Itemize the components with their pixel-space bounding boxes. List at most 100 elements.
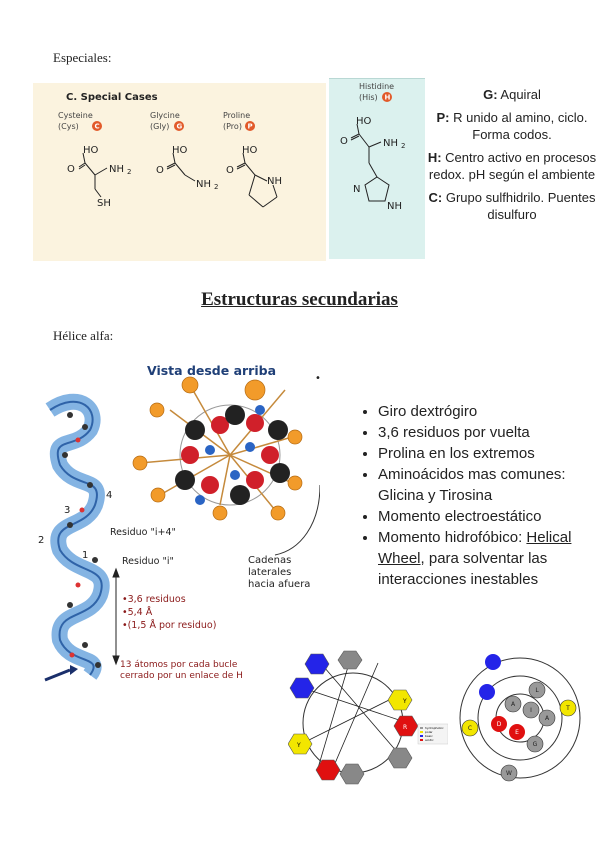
wheel-letter: Y [402, 698, 407, 705]
helical-wheel-left: hydrophobic polar basic acidic Y Y R [288, 650, 448, 785]
special-cases-panel: C. Special Cases Cysteine (Cys) C HO O N… [33, 83, 326, 261]
wheel-letter: Y [296, 742, 301, 749]
cysteine-abbr: (Cys) [58, 122, 79, 131]
top-view-title: Vista desde arriba [147, 363, 276, 378]
wheel-residue-gray [337, 650, 363, 670]
wheel2-residue-blue [485, 654, 501, 670]
cysteine-sh: SH [97, 198, 111, 209]
histidine-structure-icon [350, 123, 390, 202]
wheel-residue-red [315, 759, 341, 781]
wheel2-letter: I [530, 707, 532, 714]
bullet-item: Momento electroestático [378, 506, 595, 527]
wheel2-residue-gray [538, 709, 556, 727]
cadenas-line-2: laterales [248, 567, 291, 578]
wheel2-letter: D [497, 721, 502, 728]
helical-wheel-right: L A I A D E G T C W [459, 654, 581, 782]
wheel2-letter: T [565, 705, 570, 712]
dims-line-2: •5,4 Å [122, 606, 153, 618]
special-cases-title: C. Special Cases [66, 92, 158, 103]
helix-number-4: 4 [106, 490, 112, 501]
alpha-helix-figure: 2 3 4 1 Vista desde arriba [38, 363, 320, 682]
proline-letter: P [248, 123, 253, 131]
wheel2-residue-red [491, 716, 507, 732]
wheel-residue-gray [387, 747, 413, 769]
wheel-residue-yellow [387, 689, 413, 711]
wheel2-letter: C [468, 725, 472, 732]
wheel-residue-yellow [288, 733, 313, 755]
wheel2-letter: L [535, 687, 539, 694]
glycine-name: Glycine [150, 111, 180, 120]
residue-i4-label: Residuo "i+4" [110, 527, 176, 538]
bullet-item: 3,6 residuos por vuelta [378, 422, 595, 443]
proline-badge [245, 121, 255, 131]
cadenas-line-1: Cadenas [248, 555, 291, 566]
helical-wheel-link[interactable]: Helical Wheel [378, 529, 572, 567]
glycine-ho: HO [172, 145, 188, 156]
histidine-letter: H [385, 94, 391, 102]
proline-nh: NH [267, 176, 282, 187]
bullet-item-hydrophobic: Momento hidrofóbico: Helical Wheel, para… [378, 527, 595, 590]
histidine-badge [382, 92, 392, 102]
histidine-n: N [353, 184, 360, 195]
svg-text:polar: polar [425, 730, 433, 734]
wheel2-residue-gray [526, 735, 544, 753]
wheel2-residue-gray [522, 701, 540, 719]
histidine-nh: NH [387, 201, 402, 212]
histidine-ho: HO [356, 116, 372, 127]
cysteine-nh2: NH [109, 164, 124, 175]
atoms-note-line-1: 13 átomos por cada bucle [120, 660, 238, 670]
svg-text:acidic: acidic [425, 738, 434, 742]
proline-abbr: (Pro) [223, 122, 242, 131]
histidine-nh2: NH [383, 138, 398, 149]
cysteine-name: Cysteine [58, 111, 93, 120]
cysteine-nh2-sub: 2 [127, 168, 131, 176]
histidine-panel: Histidine (His) H HO O NH 2 N NH [329, 78, 425, 259]
glycine-badge [174, 121, 184, 131]
helix-number-3: 3 [64, 505, 70, 516]
glycine-o: O [156, 165, 164, 176]
wheel2-letter: W [506, 770, 512, 777]
svg-text:hydrophobic: hydrophobic [425, 726, 444, 730]
top-view-molecule-icon [132, 376, 303, 521]
wheel2-residue-red [509, 724, 525, 740]
glycine-abbr: (Gly) [150, 122, 169, 131]
cadenas-line-3: hacia afuera [248, 579, 310, 590]
proline-ho: HO [242, 145, 258, 156]
histidine-abbr: (His) [359, 93, 378, 102]
wheel2-residue-yellow [461, 719, 479, 737]
note-h: H: Centro activo en procesos redox. pH s… [427, 150, 597, 182]
cysteine-structure-icon [78, 152, 108, 198]
glycine-structure-icon [166, 152, 196, 182]
wheel2-letter: G [533, 741, 538, 748]
glycine-nh2: NH [196, 179, 211, 190]
helix-number-2: 2 [38, 535, 44, 546]
wheel2-residue-gray [528, 681, 546, 699]
cysteine-ho: HO [83, 145, 99, 156]
note-p: P: R unido al amino, ciclo. Forma codos. [436, 110, 588, 142]
bullet-item: Aminoácidos mas comunes: Glicina y Tiros… [378, 464, 595, 506]
wheel2-residue-yellow [559, 699, 577, 717]
dims-line-3: •(1,5 Å por residuo) [122, 619, 216, 631]
helix-properties-list: Giro dextrógiro 3,6 residuos por vuelta … [360, 401, 595, 590]
notes-block: G: Aquiral P: R unido al amino, ciclo. F… [427, 86, 597, 223]
cysteine-badge [92, 121, 102, 131]
note-g: G: Aquiral [483, 87, 541, 102]
wheel-residue-blue [304, 653, 330, 675]
note-c: C: Grupo sulfhidrilo. Puentes disulfuro [428, 190, 596, 222]
wheel-residue-blue [289, 677, 315, 699]
helice-label: Hélice alfa: [53, 328, 114, 343]
glycine-letter: G [177, 123, 183, 131]
proline-o: O [226, 165, 234, 176]
residue-i-label: Residuo "i" [122, 556, 174, 567]
cysteine-o: O [67, 164, 75, 175]
bullet-dot: • [315, 373, 320, 384]
proline-structure-icon [236, 152, 278, 208]
wheel-legend: hydrophobic polar basic acidic [417, 723, 448, 745]
helix-number-1: 1 [82, 550, 88, 561]
wheel-residue-gray [339, 763, 365, 785]
helix-ribbon-icon [44, 393, 110, 682]
especiales-label: Especiales: [53, 50, 112, 65]
svg-text:basic: basic [425, 734, 433, 738]
histidine-nh2-sub: 2 [401, 142, 405, 150]
atoms-note-line-2: cerrado por un enlace de H [120, 671, 243, 681]
